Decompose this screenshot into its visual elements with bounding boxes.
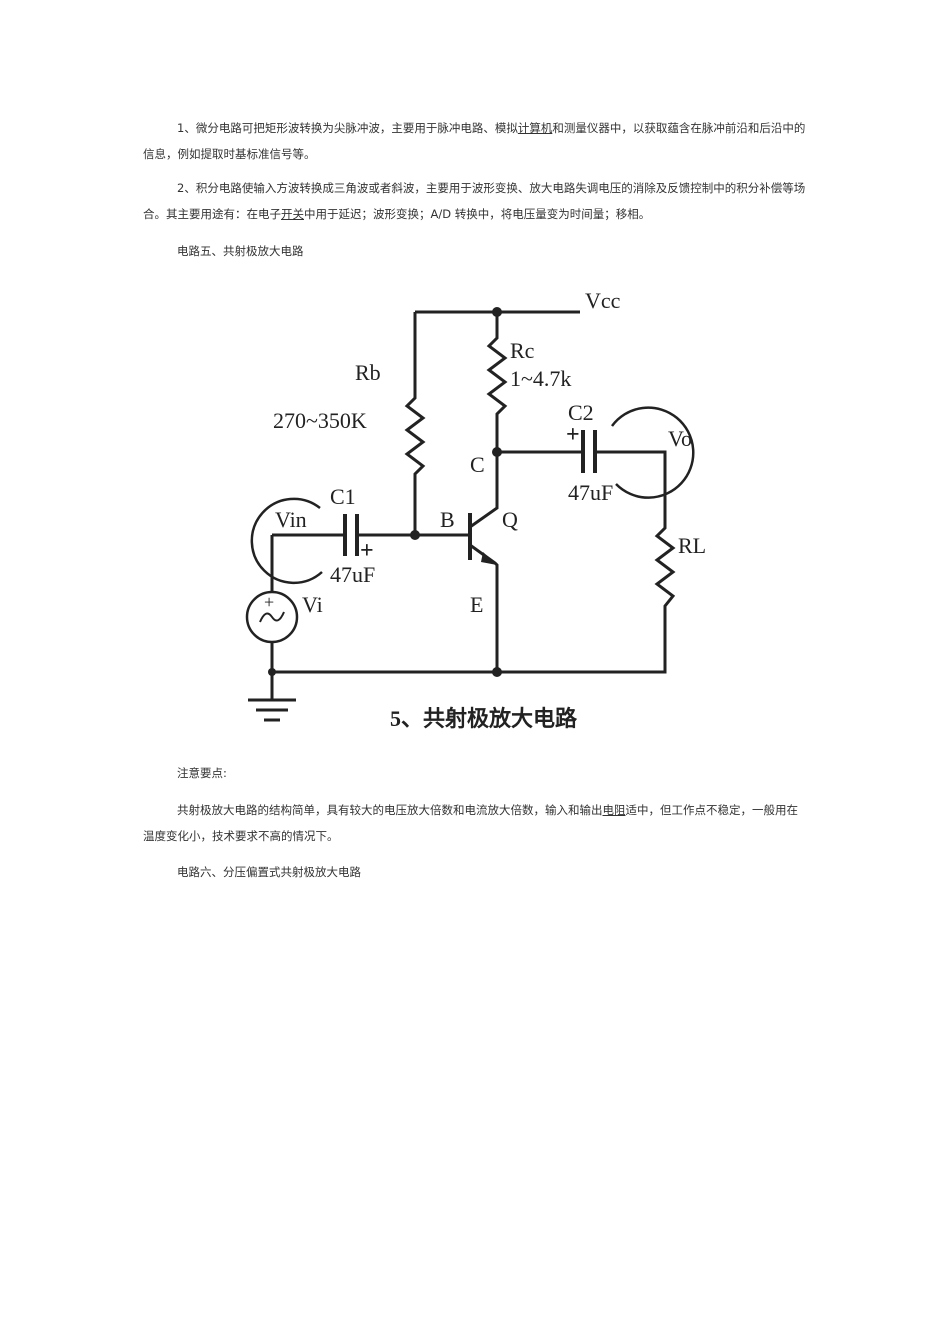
paragraph-integral: 2、积分电路使输入方波转换成三角波或者斜波，主要用于波形变换、放大电路失调电压的… xyxy=(143,175,808,227)
text: 2、积分电路使输入方波转换成三角波或者斜波，主要用于波形变换、放大电路失调电压的… xyxy=(143,181,806,221)
label-rc-value: 1~4.7k xyxy=(510,366,571,391)
label-c2-plus: + xyxy=(566,422,580,448)
circuit-wires xyxy=(245,310,695,722)
label-vi-plus: + xyxy=(264,592,274,612)
label-vin: Vin xyxy=(275,507,307,532)
label-base: B xyxy=(440,507,455,532)
junction-dots xyxy=(268,307,502,677)
text: 和测量仪器中，以获取蕴含在脉冲前沿和后沿中的信息，例如提取时基标准信号等。 xyxy=(143,121,806,161)
label-rb: Rb xyxy=(355,360,381,385)
link-computer[interactable]: 计算机 xyxy=(517,121,553,135)
label-c1-value: 47uF xyxy=(330,562,375,587)
paragraph-common-emitter: 共射极放大电路的结构简单，具有较大的电压放大倍数和电流放大倍数，输入和输出电阻适… xyxy=(143,797,808,849)
text: 1、微分电路可把矩形波转换为尖脉冲波，主要用于脉冲电路、模拟 xyxy=(177,121,518,135)
common-emitter-circuit-diagram: Vcc Rb 270~350K Rc 1~4.7k C C2 + 47uF Vo… xyxy=(245,288,706,731)
paragraph-differential: 1、微分电路可把矩形波转换为尖脉冲波，主要用于脉冲电路、模拟计算机和测量仪器中，… xyxy=(143,115,808,167)
label-transistor-q: Q xyxy=(502,507,518,532)
label-collector: C xyxy=(470,452,485,477)
label-rl: RL xyxy=(678,533,706,558)
diagram-caption: 5、共射极放大电路 xyxy=(390,706,578,731)
heading-circuit-6: 电路六、分压偏置式共射极放大电路 xyxy=(177,865,361,879)
label-vo: Vo xyxy=(668,426,692,451)
label-vcc: Vcc xyxy=(585,288,621,313)
component-labels: Vcc Rb 270~350K Rc 1~4.7k C C2 + 47uF Vo… xyxy=(264,288,706,617)
label-c1: C1 xyxy=(330,484,356,509)
link-switch[interactable]: 开关 xyxy=(281,207,304,221)
label-rc: Rc xyxy=(510,338,535,363)
heading-circuit-5: 电路五、共射极放大电路 xyxy=(177,244,304,258)
text: 共射极放大电路的结构简单，具有较大的电压放大倍数和电流放大倍数，输入和输出 xyxy=(177,803,603,817)
label-c2-value: 47uF xyxy=(568,480,613,505)
link-resistor[interactable]: 电阻 xyxy=(602,803,626,817)
text: 适中，但工作点不稳定，一般用在温度变化小，技术要求不高的情况下。 xyxy=(143,803,798,843)
label-emitter: E xyxy=(470,592,483,617)
label-c2: C2 xyxy=(568,400,594,425)
emitter-arrow-icon xyxy=(481,552,497,565)
label-rb-value: 270~350K xyxy=(273,408,367,433)
text: 中用于延迟；波形变换；A/D 转换中，将电压量变为时间量；移相。 xyxy=(304,207,651,221)
note-heading: 注意要点: xyxy=(177,766,227,780)
label-vi: Vi xyxy=(302,592,323,617)
label-c1-plus: + xyxy=(360,538,374,564)
